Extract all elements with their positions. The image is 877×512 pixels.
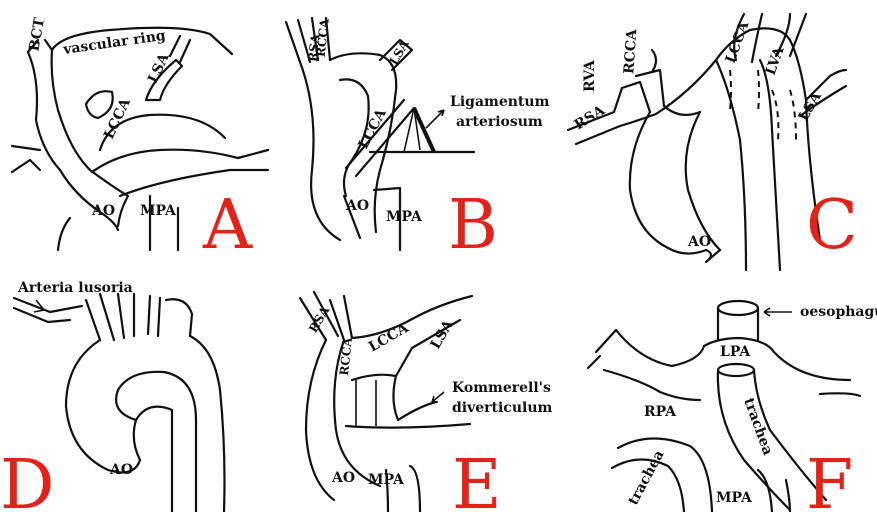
panel-e-letter: E <box>452 446 502 512</box>
panel-a-ao-label: AO <box>91 203 115 219</box>
panel-d-letter: D <box>0 446 55 512</box>
panel-a-vascular-ring-label: vascular ring <box>61 28 167 58</box>
panel-f-letter: F <box>806 446 853 512</box>
panel-c-letter: C <box>806 186 858 265</box>
panel-c-rsa-label: RSA <box>572 102 609 133</box>
panel-f-mpa-label: MPA <box>716 490 753 506</box>
panel-f-trachea-right-label: trachea <box>740 396 775 457</box>
panel-c: RVA RCCA RSA LCCA LVA LSA AO C <box>568 14 858 270</box>
panel-b: RSA RCCA LSA LCCA Ligamentum arteriosum … <box>286 17 550 265</box>
panel-c-lva-label: LVA <box>763 44 788 78</box>
panel-e-diverticulum-label: diverticulum <box>452 400 553 416</box>
panel-a-letter: A <box>202 186 253 265</box>
panel-e-lcca-label: LCCA <box>366 320 412 356</box>
panel-f-oesophagus-label: oesophagus <box>800 304 877 320</box>
panel-c-lcca-label: LCCA <box>723 18 753 65</box>
panel-f-trachea-left-label: trachea <box>625 448 667 508</box>
panel-e-kommerell-label: Kommerell's <box>452 380 551 396</box>
panel-c-drawing <box>568 14 846 270</box>
panel-b-ligamentum-label: Ligamentum <box>450 94 550 110</box>
panel-e: RSA RCCA LCCA LSA Kommerell's diverticul… <box>300 292 553 512</box>
panel-f-rpa-label: RPA <box>644 404 677 420</box>
panel-c-lsa-label: LSA <box>796 88 826 124</box>
panel-d-arteria-lusoria-label: Arteria lusoria <box>17 280 133 296</box>
panel-c-rcca-label: RCCA <box>621 28 640 75</box>
panel-b-letter: B <box>448 186 498 265</box>
panel-e-lsa-label: LSA <box>428 316 458 352</box>
panel-d: Arteria lusoria AO D <box>0 280 225 512</box>
panel-a: BCT vascular ring LCCA LSA AO MPA A <box>12 16 268 265</box>
panel-f: oesophagus LPA RPA trachea trachea MPA F <box>588 301 877 512</box>
panel-e-mpa-label: MPA <box>368 472 405 488</box>
panel-e-ao-label: AO <box>331 470 355 486</box>
panel-c-ao-label: AO <box>687 234 711 250</box>
panel-d-ao-label: AO <box>109 462 133 478</box>
panel-e-rcca-label: RCCA <box>337 336 355 376</box>
panel-f-lpa-label: LPA <box>720 344 751 360</box>
panel-b-lcca-label: LCCA <box>355 105 390 151</box>
panel-a-mpa-label: MPA <box>140 203 177 219</box>
panel-c-rva-label: RVA <box>582 59 598 92</box>
panel-b-mpa-label: MPA <box>386 209 423 225</box>
panel-a-bct-label: BCT <box>26 16 48 52</box>
panel-b-arteriosum-label: arteriosum <box>456 114 543 130</box>
panel-b-ao-label: AO <box>345 198 369 214</box>
